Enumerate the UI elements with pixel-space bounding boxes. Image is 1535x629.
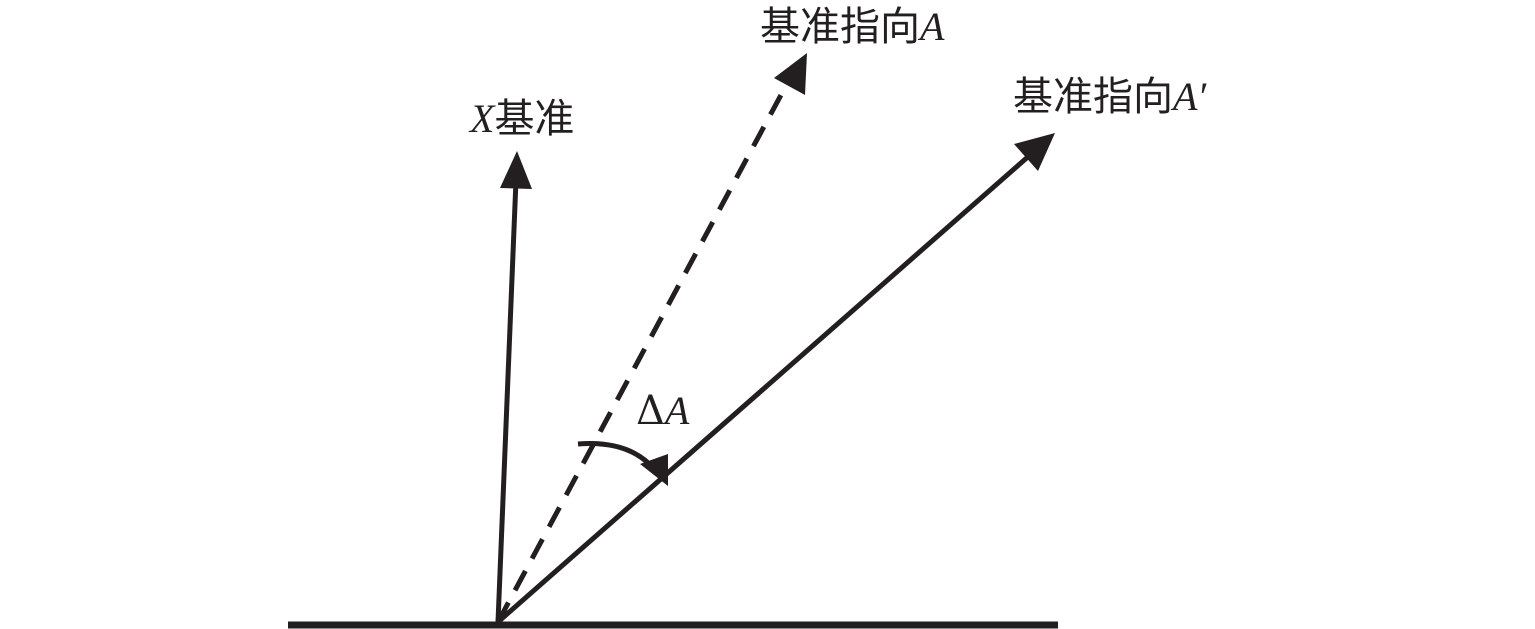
delta-var: A <box>662 388 690 433</box>
reference-a-prime-var: A′ <box>1170 74 1207 119</box>
reference-a-text: 基准指向 <box>760 4 920 50</box>
delta-symbol: Δ <box>636 388 665 434</box>
reference-a-prime-arrowhead <box>1014 133 1055 171</box>
reference-a-var: A <box>917 4 945 49</box>
delta-a-arc-arrowhead <box>640 454 668 486</box>
delta-a-label: ΔA <box>636 388 690 434</box>
x-reference-label: X基准 <box>468 96 574 142</box>
x-reference-text: 基准 <box>494 96 574 142</box>
x-reference-arrowhead <box>500 151 532 189</box>
reference-a-prime-text: 基准指向 <box>1013 74 1173 120</box>
reference-a-prime-label: 基准指向A′ <box>1013 74 1207 120</box>
x-reference-var: X <box>468 96 496 141</box>
reference-a-label: 基准指向A <box>760 4 945 50</box>
reference-a-arrowhead <box>774 53 807 95</box>
x-reference-arrow-shaft <box>495 179 519 623</box>
reference-a-prime-arrow-shaft <box>496 153 1032 624</box>
reference-a-dashed-arrow-shaft <box>495 78 792 624</box>
